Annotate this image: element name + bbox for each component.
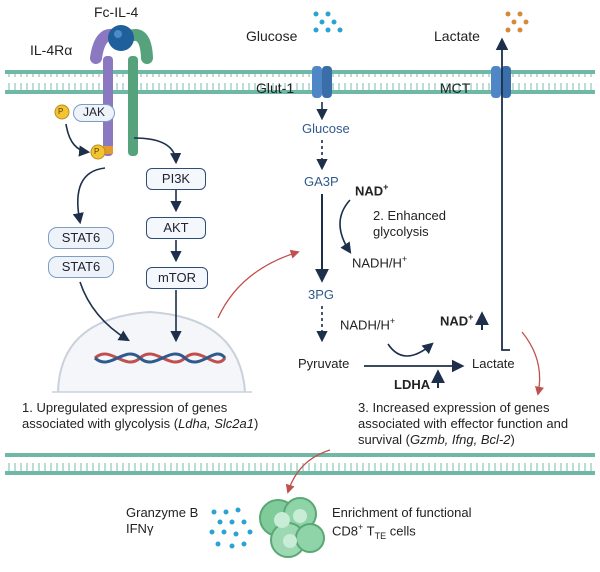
phospho-badge-icon (90, 144, 106, 160)
glut1-label: Glut-1 (256, 80, 295, 96)
glucose-dots-icon (313, 11, 343, 33)
glucose-intracellular-label: Glucose (302, 121, 350, 136)
nad-plus-label: NAD+ (355, 182, 389, 199)
ifng-label: IFNγ (126, 521, 154, 536)
mtor-box: mTOR (146, 267, 208, 289)
arrow-to-stat6 (72, 167, 106, 225)
ldha-label: LDHA (394, 377, 431, 392)
mct-label: MCT (440, 80, 471, 96)
enrichment-label-1: Enrichment of functional (332, 505, 472, 520)
enhanced-glycolysis-label: 2. Enhanced glycolysis (373, 208, 447, 239)
jak-arrow (65, 123, 91, 157)
pi3k-box: PI3K (146, 168, 206, 190)
lactate-label: Lactate (472, 356, 515, 371)
arrow-to-pi3k (133, 137, 182, 165)
stat6-box-b: STAT6 (48, 256, 114, 278)
akt-box: AKT (146, 217, 206, 239)
jak-box: JAK (73, 104, 115, 122)
phospho-label: P (94, 147, 100, 156)
pyruvate-label: Pyruvate (298, 356, 350, 371)
stat6-label-b: STAT6 (61, 259, 101, 274)
ga3p-label: GA3P (304, 174, 339, 189)
mtor-label: mTOR (157, 270, 197, 285)
arrow-lactate-mct (495, 37, 510, 351)
lactate-dots-icon (505, 11, 529, 33)
lactate-top-label: Lactate (434, 28, 480, 44)
nadh-curve-arrow (387, 342, 434, 357)
nad-curve-arrow (339, 199, 352, 254)
fc-il4-ligand-icon (108, 25, 134, 51)
arrow-stat6-dna (79, 281, 130, 342)
nadh2-label: NADH/H+ (340, 316, 396, 333)
stat6-label-a: STAT6 (61, 230, 101, 245)
stat6-box-a: STAT6 (48, 227, 114, 249)
nad-up-label: NAD+ (440, 312, 474, 329)
phospho-badge-icon (54, 104, 70, 120)
arrow-to-cells (285, 449, 331, 494)
phospho-label: P (58, 107, 64, 116)
caption-effector-genes: 3. Increased expression of genes associa… (358, 400, 569, 447)
dna-helix-icon (93, 352, 227, 364)
nadh-label: NADH/H+ (352, 254, 408, 271)
arrow-glycolysis-to-effector (521, 331, 544, 396)
glucose-top-label: Glucose (246, 28, 298, 44)
glut1-transporter-icon (312, 66, 332, 98)
receptor-label: IL-4Rα (30, 42, 73, 58)
enrichment-label-2: CD8+ TTE cells (332, 522, 416, 541)
3pg-label: 3PG (308, 287, 335, 302)
arrow-genes-to-glycolysis (217, 249, 300, 319)
caption-glycolysis-genes: 1. Upregulated expression of genes assoc… (22, 400, 259, 431)
bottom-membrane (5, 453, 595, 475)
granzyme-label: Granzyme B (126, 505, 199, 520)
mct-transporter-icon (491, 66, 511, 98)
pi3k-label: PI3K (161, 171, 191, 186)
jak-label: JAK (82, 105, 105, 119)
nucleus (57, 310, 246, 393)
cytokine-dots-icon (209, 507, 253, 549)
cd8-t-cells-icon (259, 497, 325, 558)
akt-label: AKT (163, 220, 189, 235)
ligand-label: Fc-IL-4 (94, 4, 139, 20)
